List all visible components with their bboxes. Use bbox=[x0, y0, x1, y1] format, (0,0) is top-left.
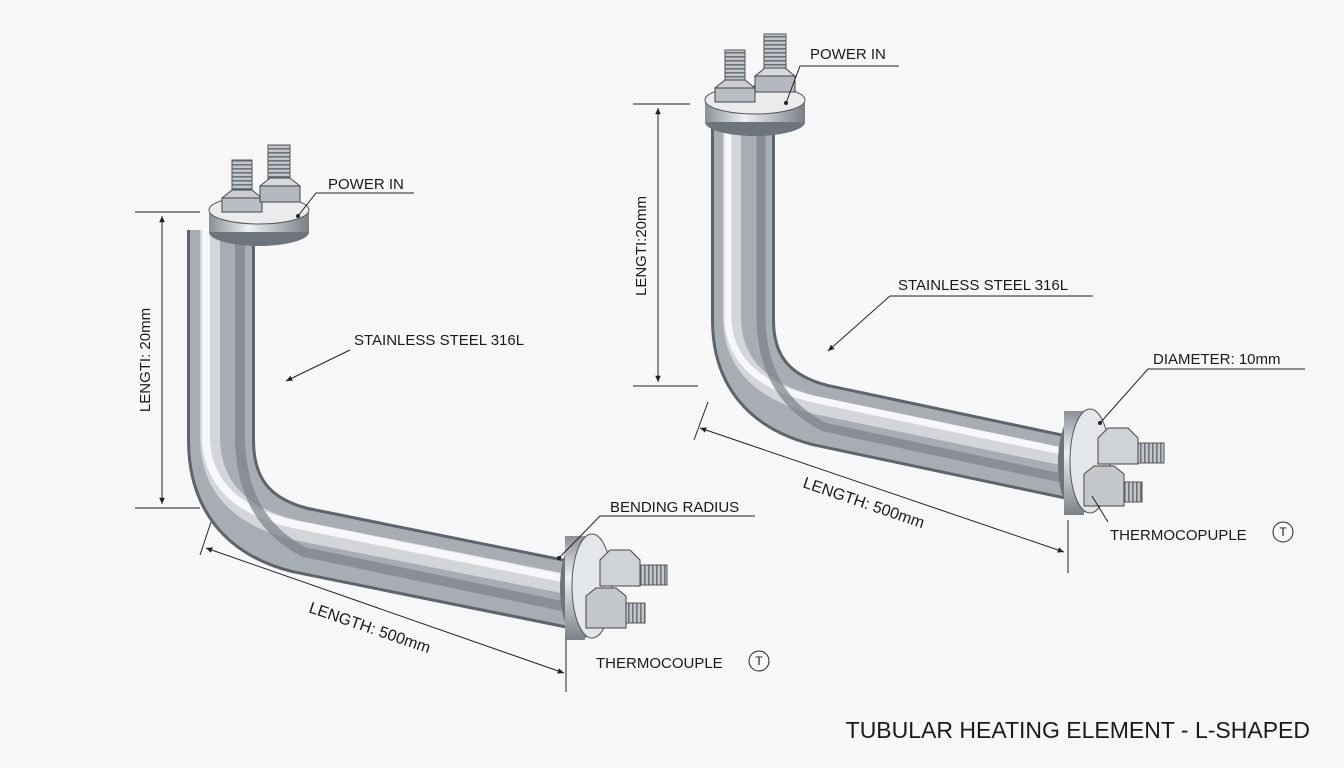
material-callout-right: STAINLESS STEEL 316L bbox=[827, 277, 1093, 352]
tube-right bbox=[711, 120, 1087, 502]
thermocouple-callout-left: THERMOCOUPLE T bbox=[596, 650, 770, 672]
vertical-length-dimension-right: LENGTI:20mm bbox=[633, 103, 698, 387]
power-in-callout-left: POWER IN bbox=[296, 176, 414, 218]
element-view-right: LENGTI:20mm LENGTH: 500mm POWER IN STAIN… bbox=[633, 33, 1305, 573]
diameter-callout-right: DIAMETER: 10mm bbox=[1098, 351, 1305, 425]
thermocouple-symbol-text-left: T bbox=[755, 654, 763, 668]
bending-radius-label-left: BENDING RADIUS bbox=[610, 499, 739, 516]
element-view-left: LENGTI: 20mm LENGTH: 500mm POWER IN STAI… bbox=[135, 144, 770, 692]
end-terminals-right bbox=[1083, 427, 1165, 507]
thermocouple-label-right: THERMOCOPUPLE bbox=[1110, 527, 1247, 544]
tube-left bbox=[187, 230, 579, 629]
vertical-length-label-right: LENGTI:20mm bbox=[633, 196, 650, 296]
vertical-length-label-left: LENGTI: 20mm bbox=[137, 308, 154, 412]
horizontal-length-label-left: LENGTH: 500mm bbox=[307, 600, 433, 657]
power-in-callout-right: POWER IN bbox=[784, 46, 899, 105]
end-flange-right bbox=[1058, 408, 1111, 515]
thermocouple-symbol-text-right: T bbox=[1279, 525, 1287, 539]
material-label-right: STAINLESS STEEL 316L bbox=[898, 277, 1068, 294]
thermocouple-symbol-right bbox=[1272, 521, 1294, 543]
power-terminals-left bbox=[221, 144, 301, 213]
power-terminals-right bbox=[714, 33, 796, 103]
diagram-title: TUBULAR HEATING ELEMENT - L-SHAPED bbox=[846, 717, 1310, 743]
material-label-left: STAINLESS STEEL 316L bbox=[354, 332, 524, 349]
material-callout-left: STAINLESS STEEL 316L bbox=[285, 332, 524, 382]
vertical-length-dimension-left: LENGTI: 20mm bbox=[135, 211, 200, 509]
end-terminals-left bbox=[585, 549, 668, 629]
thermocouple-callout-right: THERMOCOPUPLE T bbox=[1091, 495, 1294, 544]
thermocouple-symbol-left bbox=[748, 650, 770, 672]
power-in-label-left: POWER IN bbox=[328, 176, 404, 193]
thermocouple-label-left: THERMOCOUPLE bbox=[596, 655, 723, 672]
diameter-label-right: DIAMETER: 10mm bbox=[1153, 351, 1281, 368]
power-in-label-right: POWER IN bbox=[810, 46, 886, 63]
